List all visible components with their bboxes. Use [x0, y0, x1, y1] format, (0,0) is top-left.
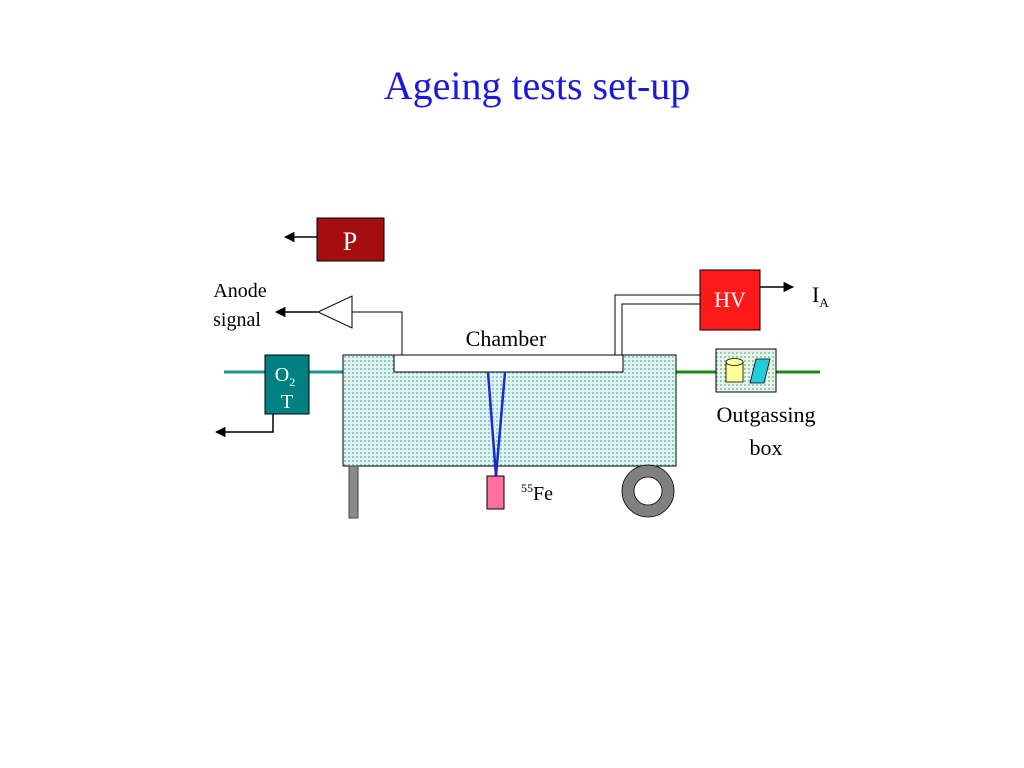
anode-label-line1: Anode: [213, 280, 266, 302]
outgassing-label-line1: Outgassing: [717, 402, 816, 427]
anode-label-line2: signal: [213, 309, 261, 331]
sensor-output-cable: [214, 414, 274, 438]
o2-t-sensor-box: [264, 354, 310, 415]
pump-box: [316, 217, 385, 262]
wheel-outer-edge: [621, 464, 675, 518]
cylinder-top: [725, 358, 744, 366]
chamber-body: [342, 354, 677, 467]
hv-cable-inner: [621, 303, 700, 355]
outgassing-label-line2: box: [750, 435, 783, 460]
hv-label: HV: [714, 287, 746, 312]
hv-box: [699, 269, 761, 331]
wheel-inner-edge: [633, 476, 663, 506]
chamber-window: [393, 354, 624, 373]
pump-label: P: [343, 227, 357, 256]
anode-wire-left: [486, 371, 498, 477]
chamber-leg: [348, 465, 359, 519]
outgassing-sample-icon: [749, 358, 771, 384]
hv-cable-outer: [614, 294, 700, 355]
chamber-wheel: [622, 465, 674, 517]
sensor-t-label: T: [281, 391, 293, 413]
amplifier-cable: [352, 311, 403, 355]
anode-wire-right: [494, 371, 507, 477]
page-title: Ageing tests set-up: [383, 63, 691, 108]
sensor-o2-label: O2: [275, 364, 295, 389]
fe55-source: [486, 475, 505, 510]
chamber-label: Chamber: [466, 326, 547, 351]
amplifier-triangle: [316, 295, 353, 329]
current-label: IA: [812, 282, 829, 310]
fe55-label: 55Fe: [521, 481, 553, 505]
